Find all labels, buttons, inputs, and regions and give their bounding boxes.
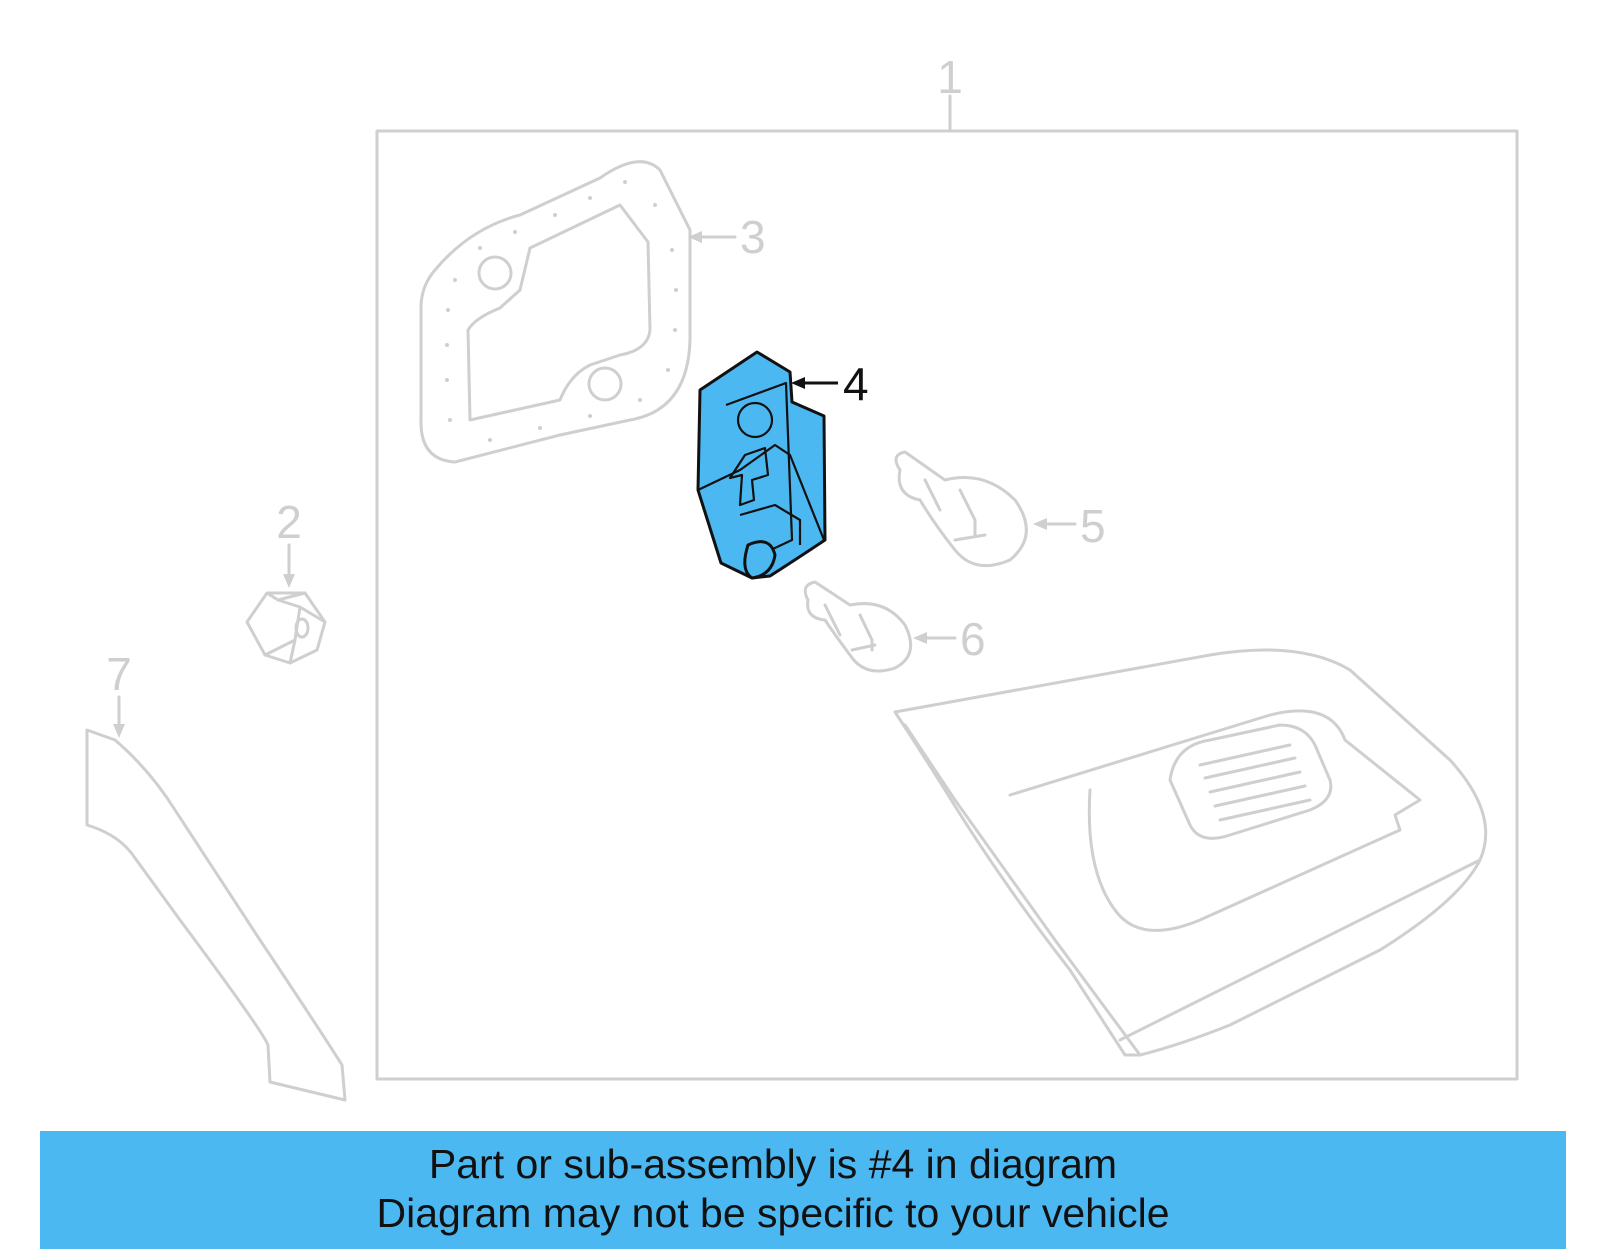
tail-lamp-housing — [893, 648, 1488, 1057]
part-3-gasket-dots — [445, 180, 678, 442]
part-5-bulb — [894, 450, 1028, 568]
callout-2: 2 — [276, 496, 302, 548]
callout-7: 7 — [106, 648, 132, 700]
part-3-gasket — [419, 160, 692, 464]
callout-4: 4 — [843, 358, 869, 410]
part-4-bulb-socket — [696, 350, 827, 580]
part-6-bulb — [803, 580, 913, 673]
info-banner: Part or sub-assembly is #4 in diagram Di… — [40, 1131, 1566, 1249]
callout-5: 5 — [1080, 500, 1106, 552]
callout-6: 6 — [960, 613, 986, 665]
callout-1: 1 — [937, 51, 963, 103]
assembly-frame — [375, 94, 1519, 1081]
banner-line-2: Diagram may not be specific to your vehi… — [376, 1190, 1170, 1236]
part-7-trim — [85, 728, 347, 1102]
leader-lines — [113, 231, 1077, 738]
part-2-nut — [245, 591, 327, 665]
banner-line-1: Part or sub-assembly is #4 in diagram — [428, 1141, 1118, 1187]
callout-3: 3 — [740, 211, 766, 263]
